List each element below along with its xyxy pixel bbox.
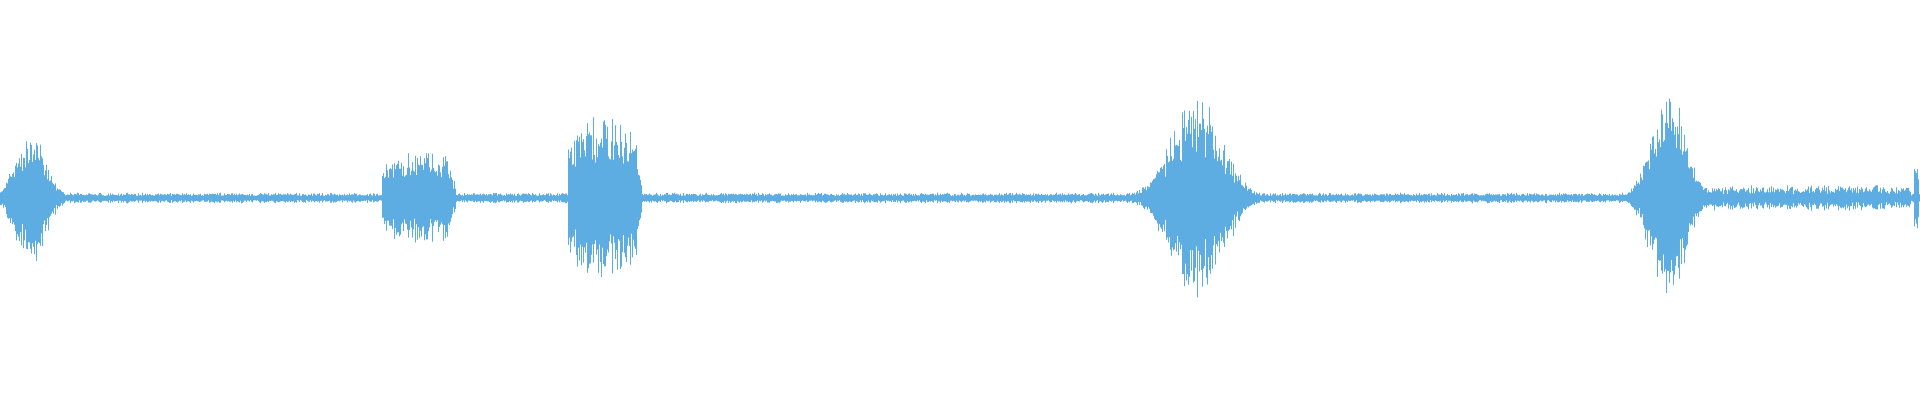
waveform-bars [0,98,1920,298]
